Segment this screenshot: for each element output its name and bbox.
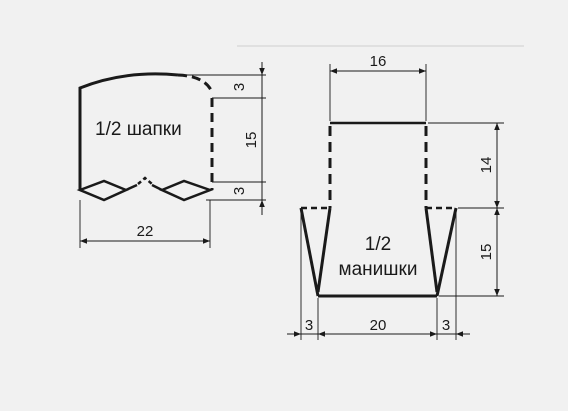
front-outer-right: [435, 207, 458, 297]
hat-lace-right: [158, 179, 214, 202]
hat-dim-mid: 15: [243, 132, 260, 149]
front-outer-left: [299, 207, 320, 297]
hat-dim-bottom: 3: [231, 187, 248, 195]
front-piece: [299, 121, 458, 298]
front-dim-upper: 14: [478, 157, 495, 174]
front-title-line2: манишки: [339, 259, 418, 280]
front-dim-left: 3: [305, 317, 313, 334]
front-dim-lower: 15: [478, 244, 495, 261]
front-inner-left: [316, 207, 332, 293]
hat-lace-left: [76, 179, 130, 202]
hat-lace-mid: [125, 183, 163, 192]
hat-dim-width: 22: [137, 223, 154, 240]
front-dim-right: 3: [442, 317, 450, 334]
front-title-line1: 1/2: [365, 234, 391, 255]
hat-top-dashed: [177, 73, 214, 93]
hat-dim-top: 3: [231, 83, 248, 91]
front-inner-right: [424, 207, 439, 293]
front-dim-top-width: 16: [370, 53, 387, 70]
hat-outline: [78, 72, 179, 190]
hat-title: 1/2 шапки: [95, 119, 182, 140]
hat-lace-peak: [137, 176, 153, 185]
front-dim-bottom-width: 20: [370, 317, 387, 334]
front-extension-lines: [300, 64, 504, 340]
hat-extension-lines: [79, 74, 266, 248]
